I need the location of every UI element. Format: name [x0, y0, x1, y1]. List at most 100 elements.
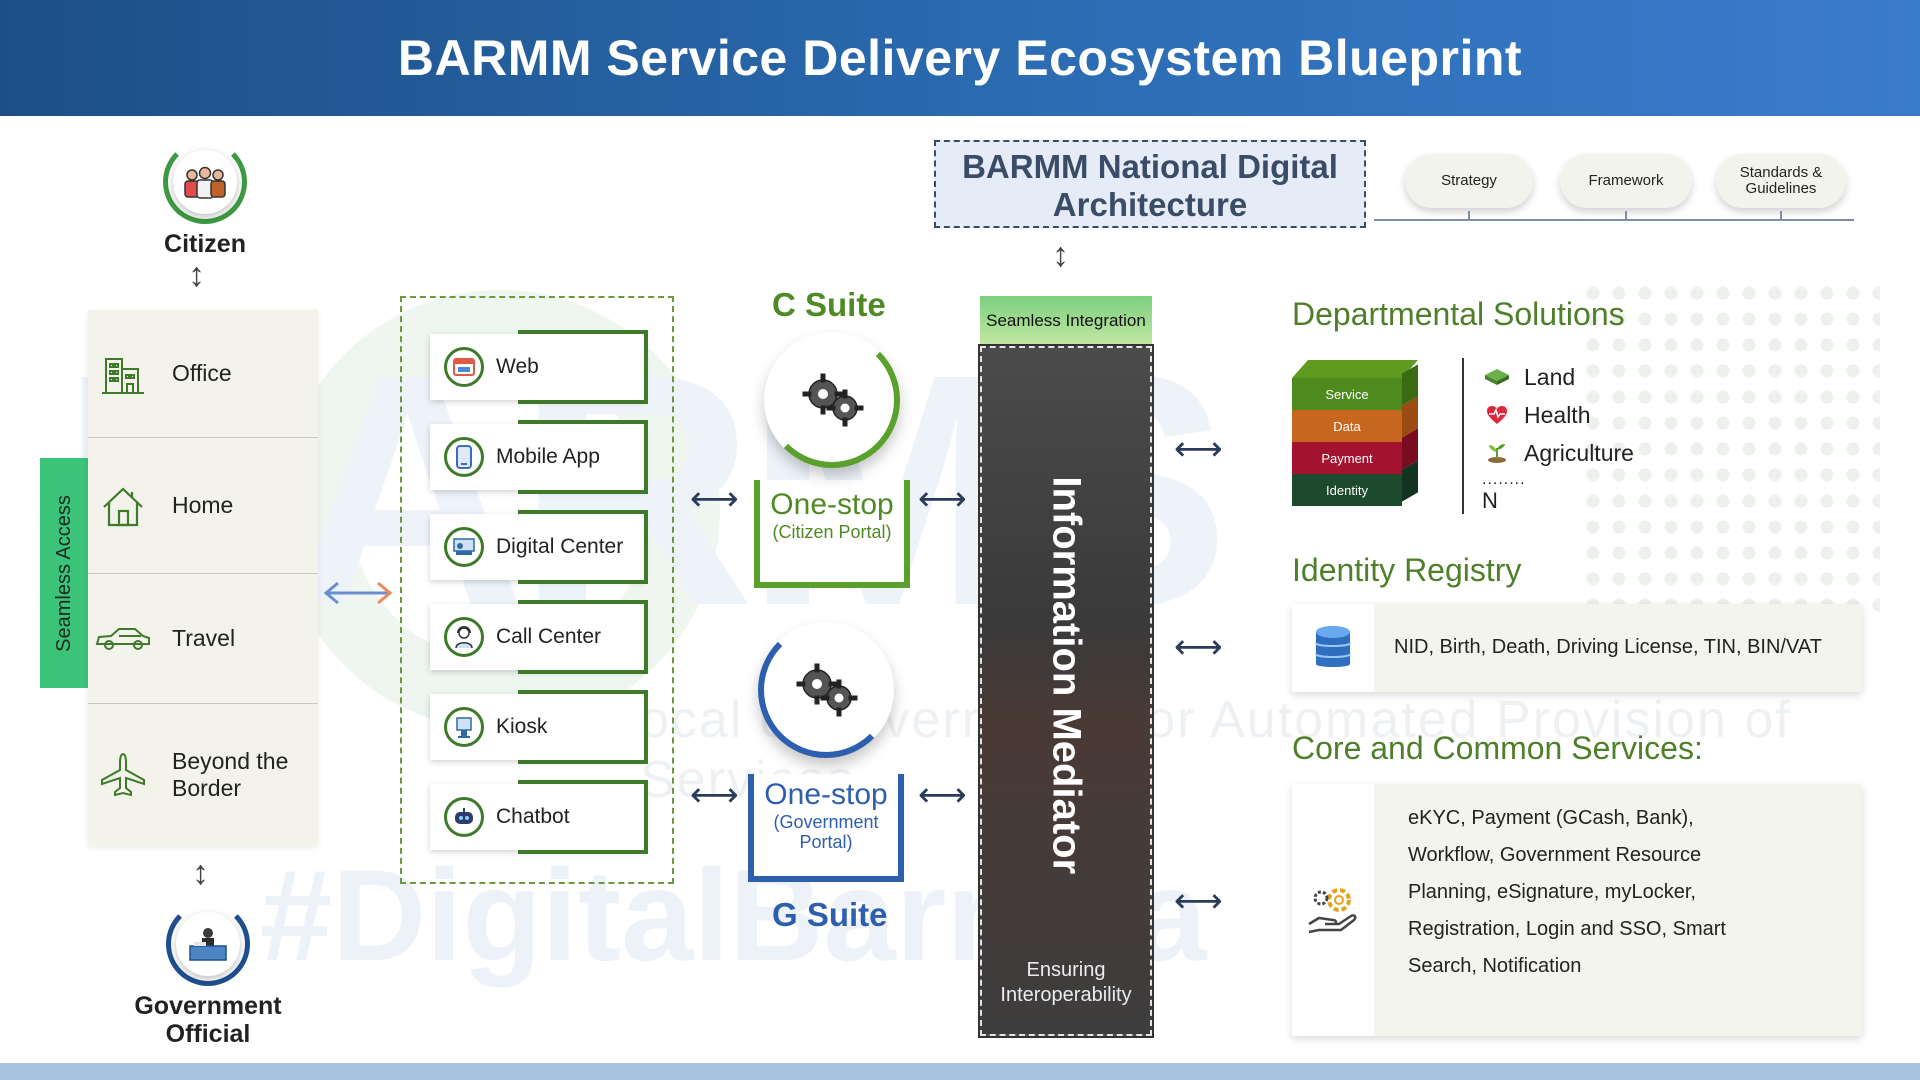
connector-tick — [1625, 211, 1627, 219]
access-label-home: Home — [172, 492, 234, 518]
pill-standards-guidelines[interactable]: Standards & Guidelines — [1716, 154, 1846, 208]
connector-tick — [1468, 211, 1470, 219]
layer-payment: Payment — [1292, 428, 1418, 474]
access-item-beyond-border: Beyond the Border — [88, 704, 318, 846]
citizen-ring — [163, 140, 247, 224]
csuite-mediator-arrow-icon: ⟷ — [918, 480, 967, 518]
car-icon — [88, 624, 158, 654]
access-label-travel: Travel — [172, 625, 236, 651]
footer-bar — [0, 1063, 1920, 1080]
page-header: BARMM Service Delivery Ecosystem Bluepri… — [0, 0, 1920, 116]
airplane-icon — [88, 750, 158, 800]
digital-center-icon — [444, 527, 484, 567]
channel-kiosk[interactable]: Kiosk — [430, 690, 648, 764]
core-services-title: Core and Common Services: — [1292, 730, 1703, 766]
layer-data: Data — [1292, 396, 1418, 442]
channels-panel: Web Mobile App Digital Center Call Cente… — [400, 296, 674, 884]
channel-call-center[interactable]: Call Center — [430, 600, 648, 674]
c-suite-title: C Suite — [772, 286, 886, 323]
g-suite-main-label: One-stop — [764, 778, 888, 811]
official-label: Government Official — [134, 992, 282, 1048]
pill-framework[interactable]: Framework — [1560, 154, 1692, 208]
official-arrow-icon: ↕ — [192, 854, 209, 892]
cube-top — [1292, 360, 1418, 378]
kiosk-icon — [444, 707, 484, 747]
seamless-access-label: Seamless Access — [52, 494, 75, 652]
office-building-icon — [88, 351, 158, 397]
layer-service: Service — [1292, 364, 1418, 410]
ensuring-interoperability-label: Ensuring Interoperability — [1000, 959, 1132, 1006]
information-mediator-title: Information Mediator — [1044, 476, 1089, 875]
c-suite-card[interactable]: One-stop (Citizen Portal) — [754, 480, 910, 588]
identity-registry-text: NID, Birth, Death, Driving License, TIN,… — [1394, 636, 1822, 658]
mobile-phone-icon — [444, 437, 484, 477]
seamless-access-tab: Seamless Access — [40, 458, 88, 688]
access-channels-arrow-icon — [322, 578, 394, 614]
channel-bracket — [518, 420, 648, 494]
identity-registry-title: Identity Registry — [1292, 552, 1522, 588]
channel-label-digital-center: Digital Center — [496, 535, 624, 558]
channel-label-web: Web — [496, 355, 539, 378]
architecture-arrow-icon: ↕ — [1052, 236, 1069, 274]
channel-digital-center[interactable]: Digital Center — [430, 510, 648, 584]
channel-bracket — [518, 780, 648, 854]
core-services-card — [1292, 784, 1862, 1036]
access-points-panel: Office Home Travel Beyond the Border — [88, 310, 318, 846]
channel-web[interactable]: Web — [430, 330, 648, 404]
g-suite-card[interactable]: One-stop (Government Portal) — [748, 774, 904, 882]
access-item-travel: Travel — [88, 574, 318, 704]
channel-mobile-app[interactable]: Mobile App — [430, 420, 648, 494]
mediator-departmental-arrow-icon: ⟷ — [1174, 430, 1223, 468]
connector-tick — [1780, 211, 1782, 219]
land-icon — [1482, 368, 1512, 386]
heart-icon — [1482, 405, 1512, 425]
channels-csuite-arrow-icon: ⟷ — [690, 480, 739, 518]
official-ring — [166, 902, 250, 986]
citizen-label: Citizen — [164, 230, 246, 258]
gsuite-mediator-arrow-icon: ⟷ — [918, 776, 967, 814]
solution-layers-cube: Service Data Payment Identity — [1292, 360, 1418, 506]
government-official-icon — [176, 912, 240, 976]
c-suite-main-label: One-stop — [770, 488, 894, 521]
departmental-solutions-title: Departmental Solutions — [1292, 296, 1625, 332]
channel-label-mobile-app: Mobile App — [496, 445, 600, 468]
service-gear-hand-icon — [1292, 784, 1374, 1036]
access-label-beyond-border: Beyond the Border — [172, 748, 289, 801]
channels-gsuite-arrow-icon: ⟷ — [690, 776, 739, 814]
channel-bracket — [518, 510, 648, 584]
gears-icon — [796, 663, 858, 717]
g-suite-sub-label: (Government Portal) — [773, 812, 879, 852]
seamless-integration-banner: Seamless Integration — [980, 296, 1152, 346]
access-item-home: Home — [88, 438, 318, 574]
department-health[interactable]: Health — [1482, 396, 1634, 434]
g-suite-gear-circle — [758, 622, 894, 758]
identity-registry-card — [1292, 604, 1862, 692]
plant-icon — [1482, 442, 1512, 464]
c-suite-sub-label: (Citizen Portal) — [772, 522, 892, 542]
official-node: Government Official — [128, 902, 288, 1048]
chatbot-icon — [444, 797, 484, 837]
database-icon — [1292, 604, 1374, 692]
department-agriculture[interactable]: Agriculture — [1482, 434, 1634, 472]
channel-bracket — [518, 690, 648, 764]
departments-n: N — [1482, 488, 1498, 513]
citizens-group-icon — [173, 150, 237, 214]
dot-pattern — [1580, 280, 1880, 620]
national-digital-architecture-box: BARMM National Digital Architecture — [934, 140, 1366, 228]
pill-strategy[interactable]: Strategy — [1405, 154, 1533, 208]
core-services-text: eKYC, Payment (GCash, Bank), Workflow, G… — [1408, 807, 1726, 977]
department-land[interactable]: Land — [1482, 358, 1634, 396]
architecture-connector-line — [1374, 219, 1854, 221]
access-label-office: Office — [172, 360, 232, 386]
channel-bracket — [518, 330, 648, 404]
gears-icon — [802, 373, 864, 427]
page-title: BARMM Service Delivery Ecosystem Bluepri… — [397, 30, 1523, 86]
channel-label-chatbot: Chatbot — [496, 805, 570, 828]
channel-chatbot[interactable]: Chatbot — [430, 780, 648, 854]
c-suite-gear-circle — [764, 332, 900, 468]
channel-label-kiosk: Kiosk — [496, 715, 548, 738]
information-mediator-panel: Information Mediator Ensuring Interopera… — [978, 344, 1154, 1038]
call-center-agent-icon — [444, 617, 484, 657]
channel-label-call-center: Call Center — [496, 625, 602, 648]
departments-list: Land Health Agriculture ........ N — [1462, 358, 1634, 514]
